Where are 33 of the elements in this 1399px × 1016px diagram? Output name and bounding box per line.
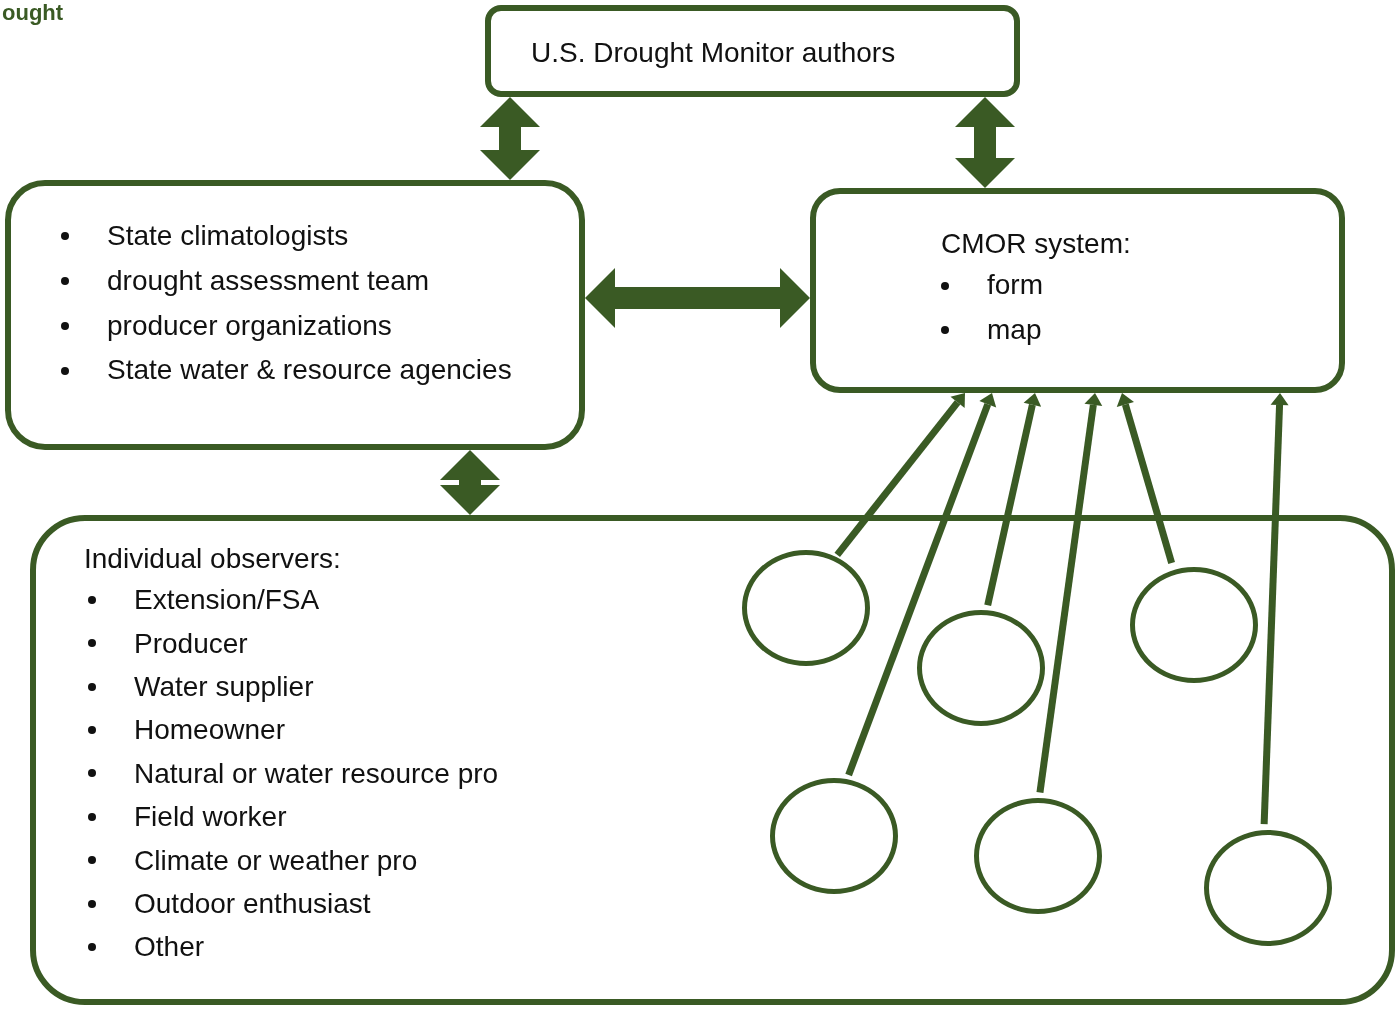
list-item: State water & resource agencies <box>107 353 512 388</box>
rounded-box <box>5 180 585 450</box>
rounded-box <box>810 188 1345 393</box>
list-item: Other <box>134 930 205 965</box>
heading: ought <box>2 0 64 26</box>
arrow <box>984 393 1042 606</box>
rounded-box <box>485 5 1020 97</box>
arrow <box>845 393 997 777</box>
list-item: Homeowner <box>134 713 285 748</box>
list-item: Field worker <box>134 800 287 835</box>
box-title: CMOR system: <box>941 227 1132 261</box>
list-item: Producer <box>134 626 248 661</box>
arrow <box>480 97 540 180</box>
list-item: Water supplier <box>134 669 314 704</box>
list-item: form <box>987 268 1043 303</box>
list-item: map <box>987 313 1042 347</box>
arrow <box>834 393 965 557</box>
box-title: Individual observers: <box>84 542 342 576</box>
box-title: U.S. Drought Monitor authors <box>531 36 897 70</box>
list-item: producer organizations <box>107 308 392 343</box>
list-item: Natural or water resource pro <box>134 756 499 791</box>
arrow <box>1036 393 1103 793</box>
arrow <box>440 450 500 515</box>
list-item: Extension/FSA <box>134 583 320 618</box>
arrow <box>1260 393 1289 825</box>
arrow <box>955 97 1015 188</box>
arrow <box>585 268 810 328</box>
list-item: drought assessment team <box>107 263 430 298</box>
list-item: Climate or weather pro <box>134 843 418 878</box>
rounded-box <box>30 515 1395 1005</box>
list-item: Outdoor enthusiast <box>134 886 371 921</box>
list-item: State climatologists <box>107 219 349 253</box>
arrow <box>1116 393 1175 564</box>
